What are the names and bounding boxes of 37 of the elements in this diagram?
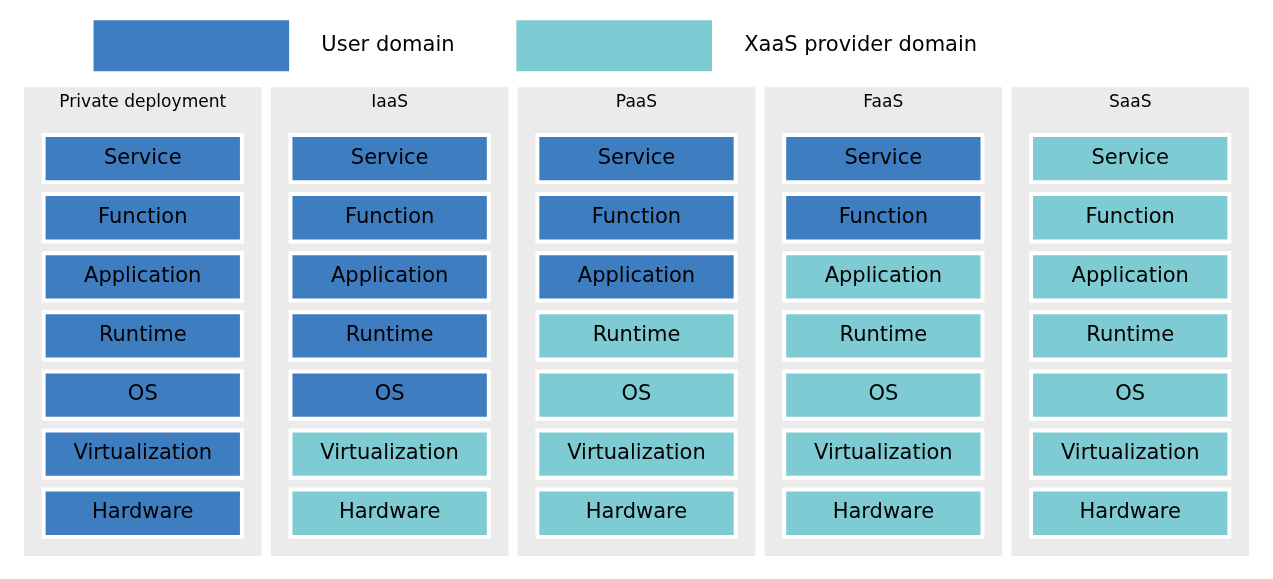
node-box: Virtualization [288, 428, 491, 480]
node-box: Service [288, 132, 491, 184]
node-box: Virtualization [41, 428, 244, 480]
node-box: Virtualization [782, 428, 985, 480]
node-box: OS [782, 368, 985, 421]
node-box: Hardware [41, 487, 244, 539]
node-box: Application [288, 250, 491, 302]
node-box: Application [1029, 250, 1232, 302]
node-box: Service [782, 132, 985, 184]
node-box: Application [41, 250, 244, 302]
node-box: Application [535, 250, 738, 302]
node-box: OS [288, 368, 491, 421]
node-box: Runtime [782, 309, 985, 362]
node-box: Hardware [535, 487, 738, 539]
node-box: Hardware [288, 487, 491, 539]
node-box: Runtime [288, 309, 491, 362]
node-box: Function [535, 191, 738, 243]
legend-label: User domain [321, 31, 455, 56]
node-box: Service [535, 132, 738, 184]
node-box: Service [1029, 132, 1232, 184]
node-box: Virtualization [535, 428, 738, 480]
node-box: OS [535, 368, 738, 421]
legend-label: XaaS provider domain [744, 31, 978, 56]
node-box: Hardware [1029, 487, 1232, 539]
node-box: Runtime [1029, 309, 1232, 362]
node-box: Service [41, 132, 244, 184]
node-box: Function [782, 191, 985, 243]
node-box: OS [1029, 368, 1232, 421]
node-box: Application [782, 250, 985, 302]
node-box: Function [1029, 191, 1232, 243]
node-box: Runtime [535, 309, 738, 362]
node-box: Function [41, 191, 244, 243]
node-box: OS [41, 368, 244, 421]
node-box: Runtime [41, 309, 244, 362]
node-box: Hardware [782, 487, 985, 539]
node-box: Function [288, 191, 491, 243]
node-box: Virtualization [1029, 428, 1232, 480]
